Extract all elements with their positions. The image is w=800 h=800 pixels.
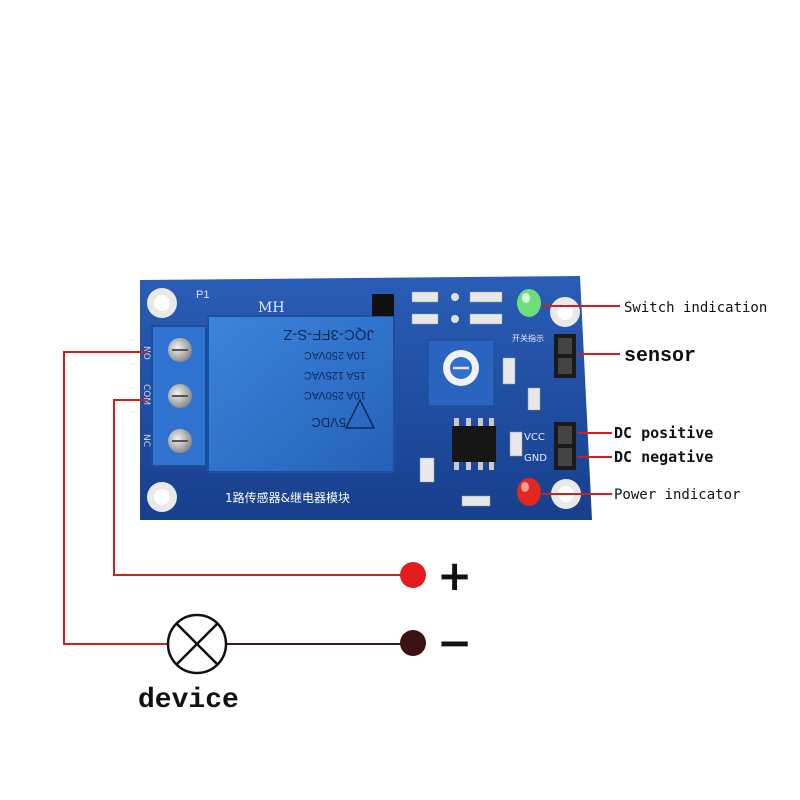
- wire-com-to-positive: [113, 399, 405, 576]
- via-mid: [451, 315, 459, 323]
- mounting-hole-top-right: [550, 297, 580, 327]
- callout-switch-indication: Switch indication: [624, 300, 767, 316]
- terminal-label-nc: NC: [141, 434, 151, 447]
- relay-rating-3: 10A 250VAC: [304, 389, 366, 401]
- relay-component: JQC-3FF-S-Z 10A 250VAC 15A 125VAC 10A 25…: [207, 315, 395, 473]
- relay-module-board: P1 MH NO COM NC JQC-3FF-S-Z 10A 250VAC 1…: [140, 276, 592, 520]
- lamp-cross-icon: [166, 613, 228, 675]
- callout-lines: [542, 305, 620, 495]
- dark-dot-icon: [400, 630, 426, 656]
- screw-terminal-block: [151, 325, 207, 467]
- pin-label-p1: P1: [196, 289, 209, 301]
- circuit-wires: [63, 351, 405, 645]
- potentiometer: [427, 339, 495, 407]
- mounting-hole-bottom-left: [147, 482, 177, 512]
- relay-warning-icon: [344, 398, 376, 429]
- switch-led-caption: 开关指示: [512, 333, 544, 343]
- sensor-header: [554, 334, 576, 378]
- minus-symbol: −: [437, 618, 472, 667]
- relay-model-text: JQC-3FF-S-Z: [283, 326, 374, 343]
- device-label: device: [138, 685, 239, 716]
- mounting-hole-top-left: [147, 288, 177, 318]
- callout-dc-negative: DC negative: [614, 448, 713, 466]
- terminal-screw-no: [168, 338, 192, 362]
- wire-no-to-device: [63, 351, 168, 645]
- power-header: [554, 422, 576, 470]
- via-top: [451, 293, 459, 301]
- comparator-chip: [452, 418, 496, 470]
- red-dot-icon: [400, 562, 426, 588]
- transistor: [372, 294, 394, 316]
- switch-led-green: [517, 289, 541, 317]
- board-title: 1路传感器&继电器模块: [225, 490, 350, 505]
- mh-label: MH: [258, 300, 285, 316]
- smd-resistors: [411, 291, 541, 507]
- relay-rating-2: 15A 125VAC: [304, 369, 366, 381]
- power-led-red: [517, 478, 541, 506]
- callout-dc-positive: DC positive: [614, 424, 713, 442]
- terminal-screw-com: [168, 384, 192, 408]
- pin-label-vcc: VCC: [524, 432, 545, 443]
- callout-sensor: sensor: [624, 345, 696, 368]
- relay-coil-text: 5VDC: [311, 415, 346, 430]
- relay-rating-1: 10A 250VAC: [304, 349, 366, 361]
- pin-label-gnd: GND: [524, 453, 547, 464]
- terminal-screw-nc: [168, 429, 192, 453]
- terminal-label-com: COM: [141, 384, 151, 405]
- callout-power-indicator: Power indicator: [614, 487, 740, 503]
- plus-symbol: +: [437, 551, 472, 600]
